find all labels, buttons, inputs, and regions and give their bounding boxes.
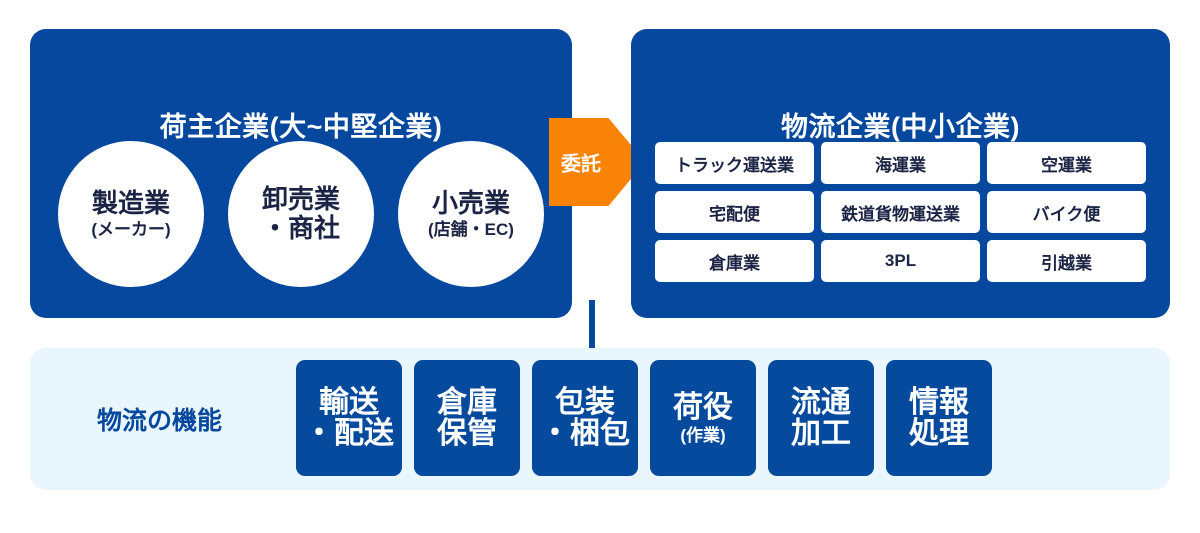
logistics-grid-row: 宅配便 鉄道貨物運送業 バイク便	[655, 191, 1146, 233]
function-tile-information-processing-line2: 処理	[909, 417, 969, 450]
logistics-cell-marine: 海運業	[821, 142, 980, 184]
shipper-circle-retail-main: 小売業	[431, 187, 510, 218]
logistics-function-tile-row: 輸送 ・配送 倉庫 保管 包装 ・梱包 荷役 (作業) 流通 加工 情報	[296, 360, 1094, 476]
function-tile-transport-line2: ・配送	[304, 417, 394, 450]
logistics-companies-panel: 物流企業(中小企業) トラック運送業 海運業 空運業 宅配便 鉄道貨物運送業 バ…	[631, 29, 1170, 318]
function-tile-warehousing: 倉庫 保管	[414, 360, 520, 476]
shipper-circle-wholesale: 卸売業 ・商社	[228, 141, 374, 287]
shipper-circle-retail-sub: (店舗・EC)	[428, 220, 514, 240]
shipper-circle-manufacturing: 製造業 (メーカー)	[58, 141, 204, 287]
logistics-cell-rail-freight: 鉄道貨物運送業	[821, 191, 980, 233]
logistics-functions-bar: 物流の機能 輸送 ・配送 倉庫 保管 包装 ・梱包 荷役 (作業) 流通 加工	[30, 348, 1170, 490]
function-tile-transport-line1: 輸送	[319, 385, 379, 419]
logistics-cell-parcel: 宅配便	[655, 191, 814, 233]
shipper-circle-manufacturing-sub: (メーカー)	[91, 220, 171, 240]
function-tile-distribution-processing-line2: 加工	[791, 417, 851, 450]
logistics-cell-3pl: 3PL	[821, 240, 980, 282]
function-tile-distribution-processing: 流通 加工	[768, 360, 874, 476]
function-tile-information-processing: 情報 処理	[886, 360, 992, 476]
logistics-grid-row: トラック運送業 海運業 空運業	[655, 142, 1146, 184]
function-tile-packaging-line1: 包装	[555, 385, 615, 419]
function-tile-distribution-processing-line1: 流通	[791, 385, 851, 419]
logistics-cell-moving: 引越業	[987, 240, 1146, 282]
function-tile-warehousing-line2: 保管	[437, 417, 497, 450]
commission-arrow-label: 委託	[561, 153, 601, 176]
connector-line	[589, 300, 595, 350]
logistics-cell-warehouse: 倉庫業	[655, 240, 814, 282]
function-tile-packaging: 包装 ・梱包	[532, 360, 638, 476]
shipper-circle-wholesale-line1: 卸売業	[261, 183, 340, 214]
function-tile-transport: 輸送 ・配送	[296, 360, 402, 476]
logistics-category-grid: トラック運送業 海運業 空運業 宅配便 鉄道貨物運送業 バイク便 倉庫業 3PL…	[655, 142, 1146, 282]
logistics-grid-row: 倉庫業 3PL 引越業	[655, 240, 1146, 282]
logistics-panel-title: 物流企業(中小企業)	[781, 112, 1020, 142]
shipper-panel-title: 荷主企業(大~中堅企業)	[159, 112, 443, 142]
function-tile-cargo-handling-line2: (作業)	[680, 425, 726, 445]
function-tile-packaging-line2: ・梱包	[540, 417, 630, 450]
function-tile-cargo-handling: 荷役 (作業)	[650, 360, 756, 476]
shipper-companies-panel: 荷主企業(大~中堅企業) 製造業 (メーカー) 卸売業 ・商社 小売業 (店舗・…	[30, 29, 572, 318]
logistics-cell-bike-courier: バイク便	[987, 191, 1146, 233]
logistics-cell-air: 空運業	[987, 142, 1146, 184]
logistics-functions-label: 物流の機能	[97, 407, 223, 435]
shipper-circle-wholesale-line2: ・商社	[261, 213, 340, 243]
shipper-circle-retail: 小売業 (店舗・EC)	[398, 141, 544, 287]
shipper-circle-manufacturing-main: 製造業	[91, 187, 170, 218]
logistics-cell-truck: トラック運送業	[655, 142, 814, 184]
function-tile-cargo-handling-line1: 荷役	[673, 390, 733, 424]
shipper-circle-row: 製造業 (メーカー) 卸売業 ・商社 小売業 (店舗・EC)	[58, 140, 544, 288]
function-tile-warehousing-line1: 倉庫	[437, 385, 497, 419]
function-tile-information-processing-line1: 情報	[909, 385, 969, 419]
